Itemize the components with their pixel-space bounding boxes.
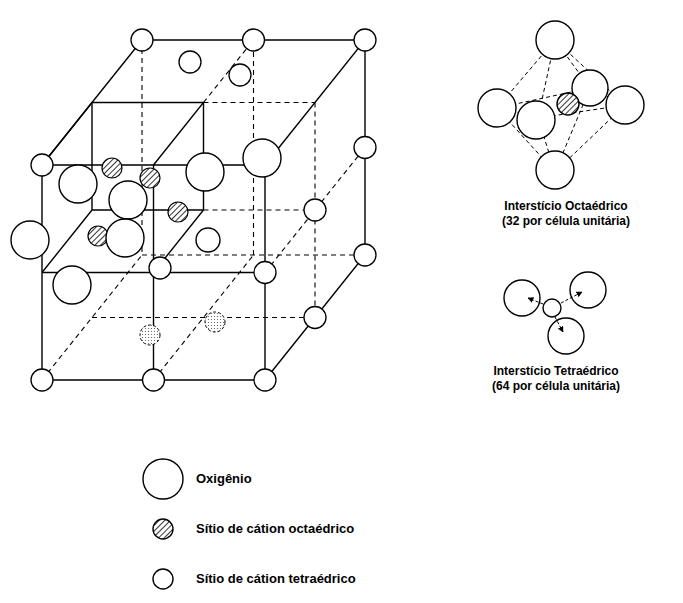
tetrahedral-site — [254, 369, 276, 391]
lattice-atoms — [31, 29, 376, 391]
caption-label: Interstício Octaédrico (32 por célula un… — [497, 199, 635, 229]
octant-edges — [42, 103, 204, 166]
tetrahedral-site — [243, 29, 265, 51]
legend-text: Oxigênio — [196, 471, 252, 486]
division-line — [204, 209, 316, 210]
tetrahedral-site — [31, 369, 53, 391]
oxygen-atom — [243, 139, 281, 177]
oxygen-atom — [53, 266, 91, 304]
octahedral-site — [168, 202, 188, 222]
oxygen-atom — [536, 151, 574, 189]
oxygen-atom — [570, 272, 606, 308]
division-line — [92, 317, 315, 318]
tetrahedral-site — [254, 262, 276, 284]
division-line — [204, 40, 254, 103]
octahedral-site — [557, 93, 579, 115]
direction-arrow — [561, 292, 582, 303]
tetrahedral-site — [354, 29, 376, 51]
oxygen-atom — [106, 219, 144, 257]
cube-edges — [42, 40, 365, 380]
cube-right-edges — [265, 40, 365, 380]
tetrahedral-site — [543, 299, 561, 317]
octahedral-site — [102, 158, 122, 178]
tetrahedral-site — [143, 369, 165, 391]
tetrahedral-site — [31, 154, 53, 176]
oxygen-atom — [59, 165, 97, 203]
caption-label: Interstício Tetraédrico (64 por célula u… — [487, 364, 625, 394]
octahedron-atoms — [478, 21, 644, 189]
octant-edges — [42, 103, 204, 273]
tetrahedron-arrows — [528, 292, 582, 332]
legend-tetrahedral-sample — [153, 569, 173, 589]
tetrahedral-site — [354, 137, 376, 159]
legend-text: Sítio de cátion octaédrico — [196, 521, 354, 536]
cube-hidden-edges — [42, 40, 365, 380]
oxygen-atom — [186, 153, 224, 191]
legend-entry: Sítio de cátion tetraédrico — [196, 570, 356, 588]
cube-front-face — [42, 165, 265, 380]
legend-text: Sítio de cátion tetraédrico — [196, 571, 356, 586]
tetrahedron-atoms — [504, 272, 606, 354]
oxygen-atom — [606, 86, 644, 124]
tetrahedral-site — [179, 51, 201, 73]
tetrahedral-site — [229, 64, 251, 86]
tetrahedral-site — [354, 244, 376, 266]
tetrahedral-site — [149, 257, 171, 279]
oxygen-atom — [504, 280, 540, 316]
direction-arrow — [528, 298, 543, 304]
legend-octahedral-sample — [153, 519, 173, 539]
tetrahedral-site — [140, 325, 160, 345]
caption-text: Interstício Tetraédrico (64 por célula u… — [492, 364, 620, 393]
legend-entry: Oxigênio — [196, 470, 252, 488]
legend-samples — [143, 459, 183, 589]
oxygen-atom — [548, 318, 584, 354]
legend-oxygen-sample — [143, 459, 183, 499]
oxygen-atom — [478, 89, 516, 127]
tetrahedral-site — [304, 199, 326, 221]
oxygen-atom — [11, 221, 49, 259]
legend-entry: Sítio de cátion octaédrico — [196, 520, 354, 538]
tetrahedral-site — [131, 29, 153, 51]
oxygen-atom — [196, 228, 220, 252]
division-line — [204, 102, 316, 103]
tetrahedral-site — [304, 307, 326, 329]
direction-arrow — [555, 317, 563, 332]
octahedral-site — [140, 168, 160, 188]
caption-text: Interstício Octaédrico (32 por célula un… — [502, 199, 630, 228]
tetrahedral-site — [205, 312, 225, 332]
oxygen-atom — [536, 21, 574, 59]
oxygen-atoms — [11, 139, 281, 304]
hidden-edge — [141, 40, 142, 255]
octahedral-site — [88, 226, 108, 246]
oxygen-atom — [517, 101, 555, 139]
oxygen-atom — [109, 181, 147, 219]
